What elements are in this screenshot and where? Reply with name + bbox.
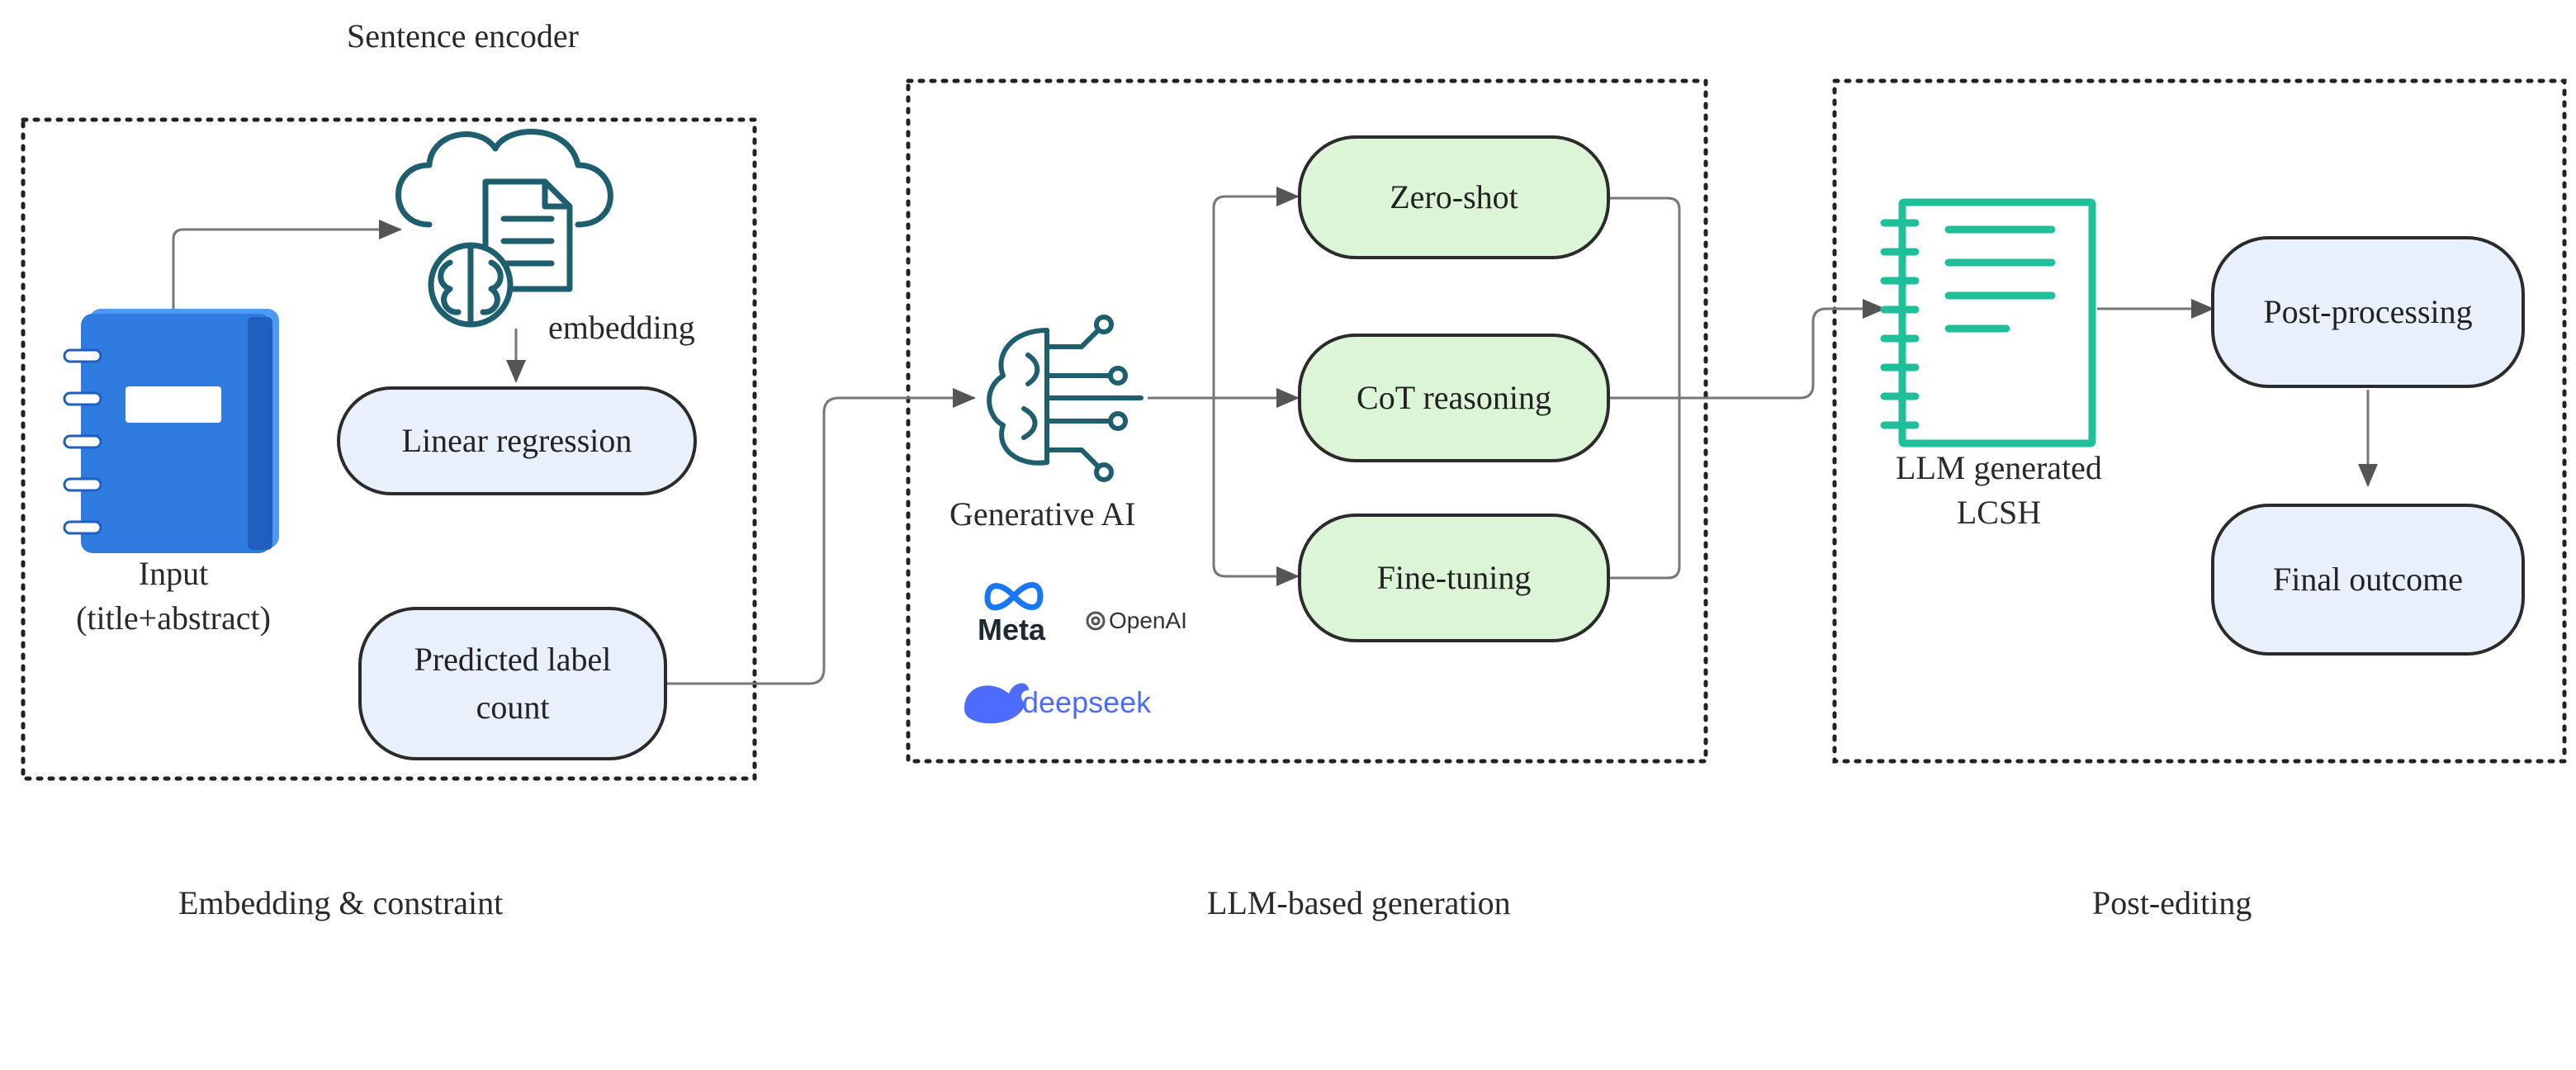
lcsh-document-icon [1880,198,2096,447]
fine-tuning-node: Fine-tuning [1298,514,1610,642]
linear-regression-node: Linear regression [337,386,697,495]
arrow-to-zero-shot [1212,187,1300,398]
arrow-input-to-encoder [172,220,402,312]
stage-frame-generation [906,78,1708,764]
merge-fine-tuning [1607,398,1681,580]
llm-generated-lcsh-label: LLM generated LCSH [1846,446,2152,535]
llm-generated-line2: LCSH [1956,494,2042,531]
final-outcome-node: Final outcome [2211,504,2525,656]
generative-ai-brain-icon [987,315,1144,482]
input-label-detail: (title+abstract) [76,599,271,637]
openai-logo-text: OpenAI [1109,608,1187,633]
post-processing-node: Post-processing [2211,236,2525,388]
merge-zero-shot [1607,196,1681,398]
predicted-label-line2: count [476,689,550,726]
cloud-document-brain-icon [395,129,613,328]
predicted-label-count-node: Predicted label count [358,607,667,760]
deepseek-logo-icon [964,683,1029,724]
arrow-predicted-to-generative [664,388,976,685]
meta-logo-icon [984,582,1044,611]
predicted-label-line1: Predicted label [414,641,612,678]
openai-logo-icon [1086,611,1106,631]
arrow-to-fine-tuning [1212,398,1300,586]
book-icon [63,309,279,553]
embedding-label: embedding [548,309,695,346]
stage-label-llm-generation: LLM-based generation [1207,884,1511,921]
arrow-methods-to-llm-output [1607,299,1886,400]
cot-reasoning-node: CoT reasoning [1298,334,1610,462]
stage-frame-post [1832,78,2567,764]
generative-ai-label: Generative AI [949,495,1136,533]
stage-label-sentence-encoder: Sentence encoder [347,17,579,54]
deepseek-logo-text: deepseek [1022,685,1152,719]
stage-label-post-editing: Post-editing [2092,884,2252,921]
stage-label-embedding-constraint: Embedding & constraint [178,884,504,921]
llm-generated-line1: LLM generated [1896,449,2102,486]
input-label: Input (title+abstract) [50,552,297,641]
meta-logo-text: Meta [978,613,1046,646]
input-label-title: Input [138,555,209,592]
zero-shot-node: Zero-shot [1298,135,1610,259]
stage-frame-embedding [21,117,757,781]
